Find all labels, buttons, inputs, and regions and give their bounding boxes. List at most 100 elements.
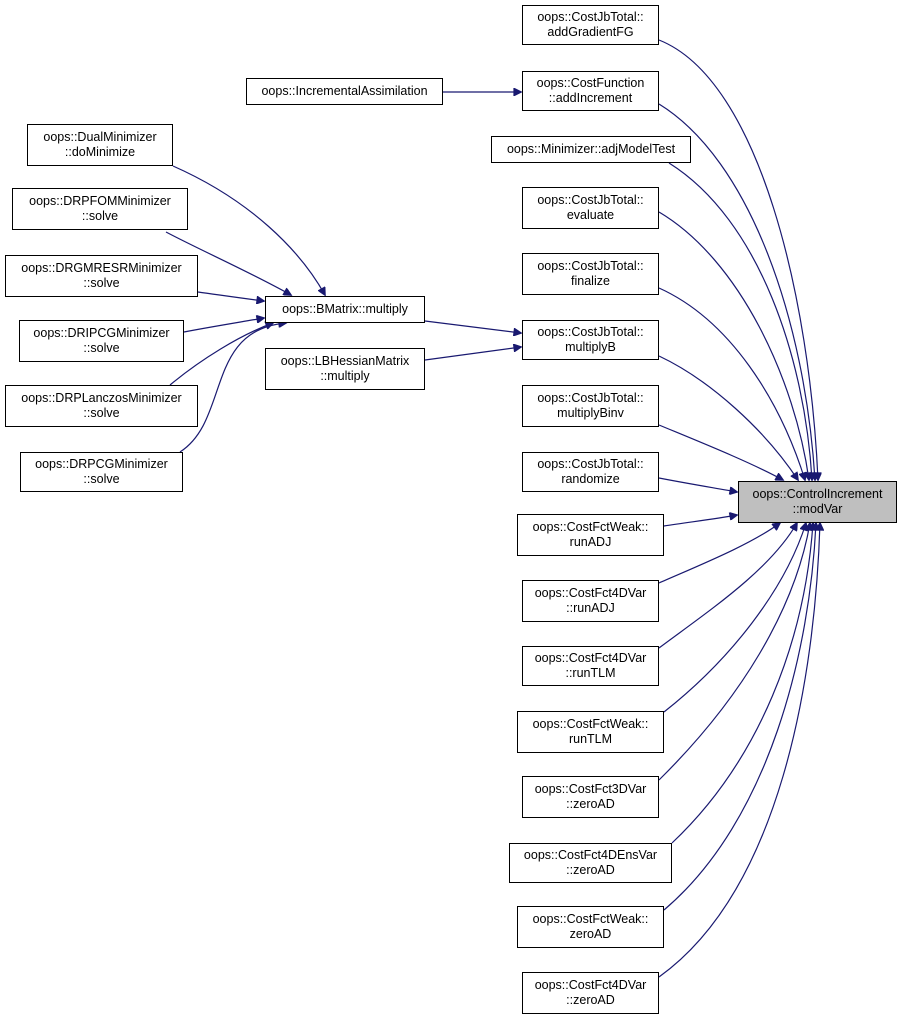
edge-runTLMweak: [663, 523, 806, 713]
node-label-line: ::solve: [83, 406, 120, 420]
node-dualMin[interactable]: oops::DualMinimizer::doMinimize: [27, 124, 173, 166]
edge-runADJweak: [663, 515, 737, 527]
node-dripcg[interactable]: oops::DRIPCGMinimizer::solve: [19, 320, 184, 362]
node-bmatrix[interactable]: oops::BMatrix::multiply: [265, 296, 425, 323]
node-incrAssim[interactable]: oops::IncrementalAssimilation: [246, 78, 443, 105]
node-label-line: runADJ: [569, 535, 612, 549]
edge-finalize: [658, 287, 805, 480]
node-label-line: ::doMinimize: [64, 145, 136, 159]
node-adjModelTest[interactable]: oops::Minimizer::adjModelTest: [491, 136, 691, 163]
edge-addGradientFG: [658, 39, 818, 480]
node-label-line: oops::CostFctWeak::: [532, 912, 649, 926]
node-label-line: oops::CostFctWeak::: [532, 520, 649, 534]
edge-randomize: [658, 477, 737, 492]
node-evaluate[interactable]: oops::CostJbTotal::evaluate: [522, 187, 659, 229]
node-label-line: ::solve: [83, 276, 120, 290]
node-runTLMweak[interactable]: oops::CostFctWeak::runTLM: [517, 711, 664, 753]
edge-adjModelTest: [668, 162, 812, 480]
node-label-line: ::solve: [81, 209, 119, 223]
node-runADJ4d[interactable]: oops::CostFct4DVar::runADJ: [522, 580, 659, 622]
node-label-line: oops::CostFct3DVar: [534, 782, 647, 796]
node-addIncrement[interactable]: oops::CostFunction::addIncrement: [522, 71, 659, 111]
edge-lbhessian: [424, 347, 521, 361]
node-label-line: ::zeroAD: [566, 797, 615, 811]
node-label-line: oops::CostJbTotal::: [537, 259, 644, 273]
node-label-line: oops::BMatrix::multiply: [282, 302, 408, 316]
node-drpfom[interactable]: oops::DRPFOMMinimizer::solve: [12, 188, 188, 230]
node-label-line: finalize: [571, 274, 610, 288]
node-drplanczos[interactable]: oops::DRPLanczosMinimizer::solve: [5, 385, 198, 427]
node-label-line: ::solve: [83, 341, 120, 355]
edge-zeroAD4d: [658, 523, 820, 978]
node-label-line: oops::CostJbTotal::: [537, 391, 644, 405]
node-zeroAD3d[interactable]: oops::CostFct3DVar::zeroAD: [522, 776, 659, 818]
node-label-line: oops::DualMinimizer: [43, 130, 157, 144]
node-label-line: oops::CostFunction: [536, 76, 645, 90]
edge-multiplyB: [658, 355, 798, 480]
edge-drpfom: [165, 231, 291, 295]
node-randomize[interactable]: oops::CostJbTotal::randomize: [522, 452, 659, 492]
node-label-line: oops::CostFct4DVar: [534, 978, 647, 992]
edge-zeroAD3d: [658, 523, 810, 781]
edge-multiplyBinv: [658, 424, 783, 480]
edge-drpcg: [179, 323, 286, 453]
node-label-line: oops::DRPFOMMinimizer: [29, 194, 171, 208]
node-label-line: oops::CostJbTotal::: [537, 325, 644, 339]
node-label-line: ::zeroAD: [566, 993, 615, 1007]
node-runADJweak[interactable]: oops::CostFctWeak::runADJ: [517, 514, 664, 556]
node-label-line: oops::ControlIncrement: [752, 487, 883, 501]
node-label-line: oops::CostFct4DEnsVar: [523, 848, 658, 862]
node-label-line: oops::DRPCGMinimizer: [35, 457, 168, 471]
node-label-line: oops::CostFct4DVar: [534, 586, 647, 600]
node-label-line: runTLM: [568, 732, 613, 746]
edge-runTLM4d: [658, 523, 797, 649]
node-label-line: zeroAD: [569, 927, 612, 941]
node-zeroADens[interactable]: oops::CostFct4DEnsVar::zeroAD: [509, 843, 672, 883]
node-label-line: oops::CostFct4DVar: [534, 651, 647, 665]
node-label-line: oops::LBHessianMatrix: [280, 354, 410, 368]
node-label-line: ::zeroAD: [566, 863, 615, 877]
node-label-line: ::modVar: [792, 502, 843, 516]
node-label-line: oops::CostJbTotal::: [537, 10, 644, 24]
node-label-line: oops::DRIPCGMinimizer: [33, 326, 170, 340]
node-multiplyB[interactable]: oops::CostJbTotal::multiplyB: [522, 320, 659, 360]
node-lbhessian[interactable]: oops::LBHessianMatrix::multiply: [265, 348, 425, 390]
node-label-line: ::runTLM: [565, 666, 616, 680]
node-label-line: oops::CostJbTotal::: [537, 193, 644, 207]
node-label-line: oops::Minimizer::adjModelTest: [506, 142, 676, 156]
node-finalize[interactable]: oops::CostJbTotal::finalize: [522, 253, 659, 295]
node-label-line: multiplyB: [565, 340, 616, 354]
edge-dualMin: [172, 165, 325, 295]
node-label-line: oops::IncrementalAssimilation: [261, 84, 428, 98]
node-label-line: addGradientFG: [547, 25, 634, 39]
edge-bmatrix: [424, 320, 521, 333]
node-addGradientFG[interactable]: oops::CostJbTotal::addGradientFG: [522, 5, 659, 45]
edge-addIncrement: [658, 103, 815, 480]
node-label-line: oops::CostJbTotal::: [537, 457, 644, 471]
edge-dripcg: [183, 318, 264, 333]
node-drgmresr[interactable]: oops::DRGMRESRMinimizer::solve: [5, 255, 198, 297]
target-node-modvar[interactable]: oops::ControlIncrement::modVar: [738, 481, 897, 523]
node-label-line: oops::DRGMRESRMinimizer: [21, 261, 182, 275]
node-zeroADweak[interactable]: oops::CostFctWeak::zeroAD: [517, 906, 664, 948]
edge-evaluate: [658, 211, 809, 480]
node-label-line: ::runADJ: [566, 601, 615, 615]
node-label-line: multiplyBinv: [557, 406, 624, 420]
edge-drgmresr: [197, 291, 264, 301]
edge-zeroADens: [671, 523, 813, 844]
edge-drplanczos: [169, 323, 273, 386]
edge-zeroADweak: [663, 523, 816, 911]
node-label-line: oops::DRPLanczosMinimizer: [21, 391, 182, 405]
node-label-line: oops::CostFctWeak::: [532, 717, 649, 731]
node-label-line: evaluate: [566, 208, 615, 222]
node-runTLM4d[interactable]: oops::CostFct4DVar::runTLM: [522, 646, 659, 686]
edge-runADJ4d: [658, 523, 780, 584]
node-label-line: ::addIncrement: [548, 91, 633, 105]
node-label-line: ::multiply: [320, 369, 370, 383]
node-zeroAD4d[interactable]: oops::CostFct4DVar::zeroAD: [522, 972, 659, 1014]
node-multiplyBinv[interactable]: oops::CostJbTotal::multiplyBinv: [522, 385, 659, 427]
node-drpcg[interactable]: oops::DRPCGMinimizer::solve: [20, 452, 183, 492]
node-label-line: randomize: [561, 472, 620, 486]
